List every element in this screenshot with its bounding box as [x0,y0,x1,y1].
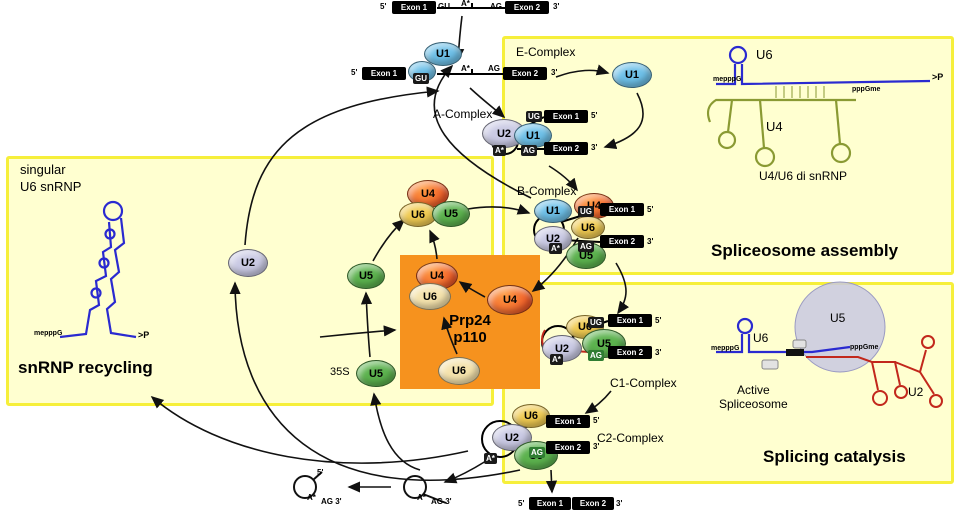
exon2-box-acomplex: Exon 2 [544,142,588,155]
ag-site-chip: AG [521,145,537,156]
five-prime-label: 5' [351,68,358,77]
prp24-label: Prp24 [449,312,491,329]
ag-site-chip: AG [529,447,545,458]
u6-snrnp-prp24-free: U6 [438,357,480,385]
exon2-box-premrna: Exon 2 [505,1,549,14]
b-complex-label: B-Complex [517,184,577,198]
exon2-box-mrna: Exon 2 [572,497,614,510]
ag-site-label: AG [488,64,500,73]
three-prime-label: 3' [616,499,623,508]
cap2-label: pppGme [852,86,881,93]
catalysis-title: Splicing catalysis [763,447,906,466]
35s-label: 35S [330,366,350,378]
end-p-label: >P [932,72,944,82]
u5-snrnp-free: U5 [347,263,385,289]
ag-site-chip: AG [578,241,594,252]
three-prime-label: 3' [593,442,600,451]
u2-active-label: U2 [908,385,924,399]
branch-a-label: A* [461,64,470,73]
end-p-label: >P [138,330,150,340]
singular-label: singular [20,162,66,177]
exon1-box-c2complex: Exon 1 [546,415,590,428]
exon1-box-ecomplex: Exon 1 [362,67,406,80]
exon1-box-premrna: Exon 1 [392,1,436,14]
branch-a-chip: A* [550,354,563,365]
gu-site-label: GU [438,2,450,11]
u2-snrnp-free: U2 [228,249,268,277]
assembly-title: Spliceosome assembly [711,241,899,260]
u1-snrnp-free-top: U1 [424,42,462,66]
ug-site-chip: UG [578,206,594,217]
branch-a-chip: A* [493,145,506,156]
cap-label: mepppG [713,76,742,83]
branch-a-label: A* [307,493,316,502]
ag-three-label: AG 3' [321,497,342,506]
p110-label: p110 [453,329,487,346]
branch-a-chip: A* [484,453,497,464]
exon2-box-c1complex: Exon 2 [608,346,652,359]
cap2-label: pppGme [850,344,879,351]
three-prime-label: 3' [591,143,598,152]
exon1-box-bcomplex: Exon 1 [600,203,644,216]
u6-active-label: U6 [753,331,769,345]
five-prime-label: 5' [317,468,324,477]
u5-snrnp-cluster: U5 [432,201,470,227]
active-label-line2: Spliceosome [719,397,788,411]
exon1-box-acomplex: Exon 1 [544,110,588,123]
active-label-line1: Active [737,383,770,397]
branch-a-label: A* [417,493,426,502]
five-prime-label: 5' [518,499,525,508]
ug-site-chip: UG [526,111,542,122]
u1-snrnp-ecomplex: U1 [612,62,652,88]
u1-snrnp-bcomplex: U1 [534,199,572,223]
cap-label: mepppG [711,345,740,352]
c1-complex-label: C1-Complex [610,376,677,390]
five-prime-label: 5' [655,316,662,325]
ug-site-chip: UG [588,317,604,328]
five-prime-label: 5' [593,416,600,425]
three-prime-label: 3' [647,237,654,246]
branch-a-chip: A* [549,243,562,254]
exon2-box-ecomplex: Exon 2 [503,67,547,80]
u6-snrnp-prp24-pair: U6 [409,283,451,310]
three-prime-label: 3' [551,68,558,77]
exon2-box-c2complex: Exon 2 [546,441,590,454]
u4-snrnp-released: U4 [487,285,533,315]
c2-complex-label: C2-Complex [597,431,664,445]
gu-site-chip: GU [413,73,429,84]
five-prime-label: 5' [380,2,387,11]
exon1-box-mrna: Exon 1 [529,497,571,510]
e-complex-label: E-Complex [516,45,576,59]
ag-site-chip: AG [588,350,604,361]
five-prime-label: 5' [647,205,654,214]
five-prime-label: 5' [591,111,598,120]
di-snrnp-label: U4/U6 di snRNP [759,169,848,183]
u6-snrnp-label: U6 snRNP [20,179,82,194]
branch-a-label: A* [461,0,470,8]
three-prime-label: 3' [655,348,662,357]
recycling-title: snRNP recycling [18,358,153,377]
three-prime-label: 3' [553,2,560,11]
exon1-box-c1complex: Exon 1 [608,314,652,327]
a-complex-label: A-Complex [433,107,493,121]
u4-structure-label: U4 [766,119,783,134]
u5-active-label: U5 [830,311,846,325]
u6-structure-label: U6 [756,47,773,62]
cap-label: mepppG [34,330,63,337]
ag-site-label: AG [490,2,502,11]
exon2-box-bcomplex: Exon 2 [600,235,644,248]
ag-three-label: AG 3' [431,497,452,506]
u5-snrnp-35s: U5 [356,360,396,387]
